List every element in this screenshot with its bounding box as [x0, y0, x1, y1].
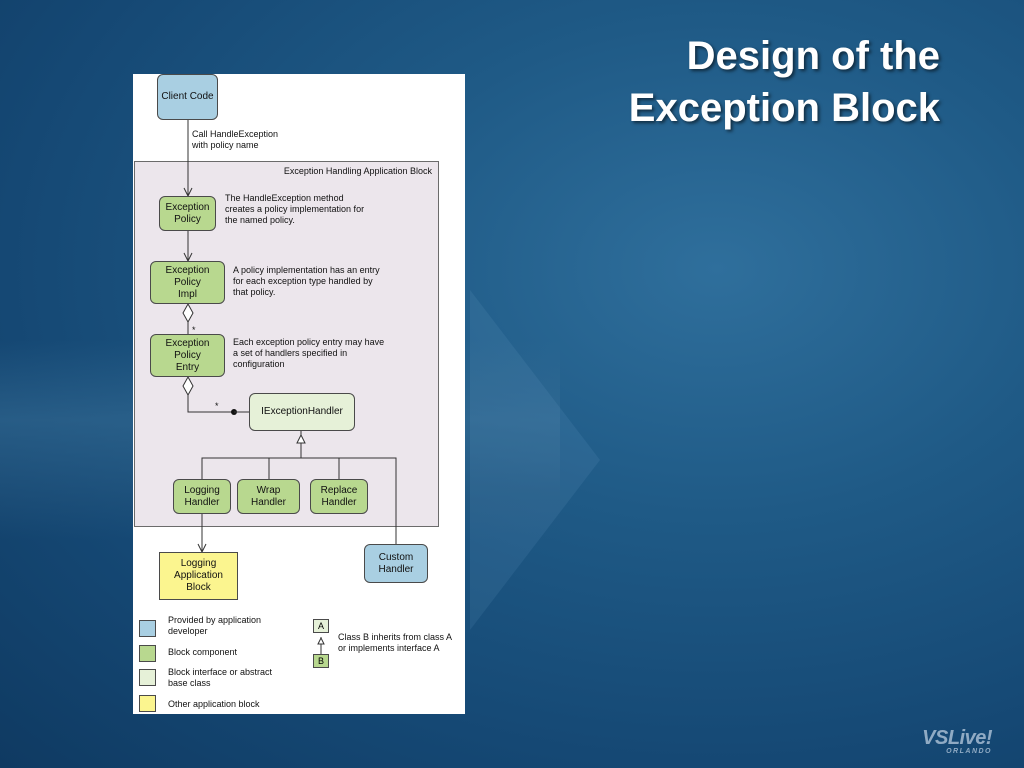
slide-title-line-1: Design of the	[686, 34, 940, 78]
wrap-handler-label: Wrap Handler	[250, 484, 287, 508]
aggregation-diamond-impl	[182, 302, 194, 324]
call-handleexception-note: Call HandleException with policy name	[192, 129, 279, 150]
legend-swatch-other-block	[139, 695, 156, 712]
legend-label-other-block: Other application block	[168, 699, 260, 709]
vslive-logo-main: VSLive!	[922, 727, 992, 749]
legend-inherit-text: Class B inherits from class A or impleme…	[338, 632, 453, 653]
client-code-box: Client Code	[157, 74, 218, 120]
vslive-logo: VSLive! ORLANDO	[922, 728, 992, 756]
custom-handler-label: Custom Handler	[378, 551, 414, 575]
exception-policy-label: Exception Policy	[165, 201, 210, 225]
slide-title: Design of the Exception Block	[460, 30, 940, 134]
policy-impl-note: A policy implementation has an entry for…	[233, 265, 380, 297]
exception-policy-box: Exception Policy	[159, 196, 216, 231]
vslive-logo-sub: ORLANDO	[946, 748, 992, 755]
legend-label-block-component: Block component	[168, 647, 238, 657]
legend-label-interface: Block interface or abstract base class	[168, 667, 273, 688]
multiplicity-impl-entry: *	[192, 325, 196, 335]
legend-swatch-interface	[139, 669, 156, 686]
iexceptionhandler-box: IExceptionHandler	[249, 393, 355, 431]
multiplicity-entry-handler: *	[215, 401, 219, 411]
diagram-panel: Exception Handling Application Block	[133, 74, 465, 714]
legend-inherit-triangle	[317, 636, 325, 645]
exception-policy-impl-box: Exception Policy Impl	[150, 261, 225, 304]
iexceptionhandler-label: IExceptionHandler	[261, 406, 343, 417]
slide-title-line-2: Exception Block	[628, 86, 940, 130]
background-chevron	[470, 290, 600, 630]
legend-swatch-developer	[139, 620, 156, 637]
connector-interface-branch	[201, 457, 397, 544]
logging-handler-box: Logging Handler	[173, 479, 231, 514]
wrap-handler-box: Wrap Handler	[237, 479, 300, 514]
legend-label-developer: Provided by application developer	[168, 615, 262, 636]
aggregation-diamond-entry	[182, 375, 194, 397]
connector-entry-to-handler	[187, 395, 233, 413]
region-title: Exception Handling Application Block	[283, 166, 432, 176]
exception-policy-entry-box: Exception Policy Entry	[150, 334, 225, 377]
legend-swatch-block-component	[139, 645, 156, 662]
logging-application-block-label: Logging Application Block	[174, 558, 223, 593]
legend-class-b-box: B	[313, 654, 329, 668]
exception-policy-note: The HandleException method creates a pol…	[225, 193, 365, 225]
legend-class-a-box: A	[313, 619, 329, 633]
inheritance-triangle	[296, 433, 306, 444]
replace-handler-label: Replace Handler	[320, 484, 358, 508]
exception-policy-impl-label: Exception Policy Impl	[165, 264, 210, 300]
policy-entry-note: Each exception policy entry may have a s…	[233, 337, 385, 369]
exception-policy-entry-label: Exception Policy Entry	[165, 337, 210, 373]
custom-handler-box: Custom Handler	[364, 544, 428, 583]
logging-handler-label: Logging Handler	[184, 484, 220, 508]
client-code-label: Client Code	[161, 91, 214, 102]
replace-handler-box: Replace Handler	[310, 479, 368, 514]
logging-application-block-box: Logging Application Block	[159, 552, 238, 600]
